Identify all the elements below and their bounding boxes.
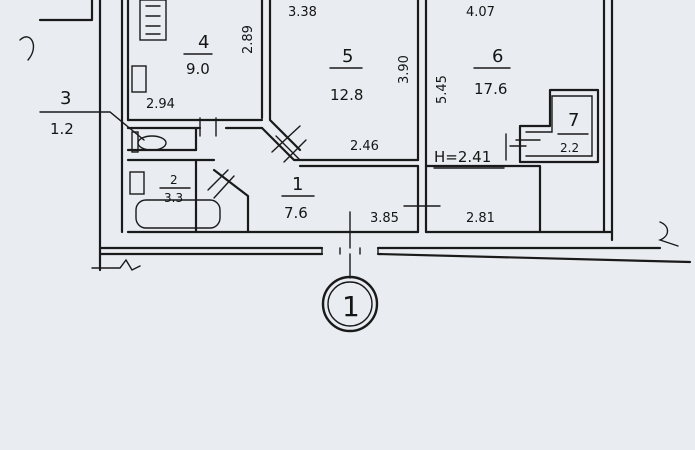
room-6-number: 6 — [492, 46, 503, 67]
dim-2-94: 2.94 — [146, 97, 175, 112]
room-4-area: 9.0 — [186, 60, 210, 78]
dim-2-89: 2.89 — [241, 25, 256, 54]
dim-2-46: 2.46 — [350, 139, 379, 154]
room-3-number: 3 — [60, 88, 71, 109]
dim-5-45: 5.45 — [435, 75, 450, 104]
dimension-labels: 3.38 4.07 2.89 3.90 5.45 2.94 2.46 3.85 … — [146, 5, 505, 226]
axis-marker-label: 1 — [342, 290, 360, 323]
outer-wall-left — [19, 0, 141, 272]
dim-3-90: 3.90 — [397, 55, 412, 84]
room-2-area: 3.3 — [164, 191, 183, 205]
room-7-area: 2.2 — [560, 141, 579, 155]
fixtures — [129, 0, 221, 229]
room-5-number: 5 — [342, 46, 353, 67]
interior-walls — [126, 0, 614, 242]
room-3-area: 1.2 — [50, 120, 74, 138]
dim-3-38: 3.38 — [288, 5, 317, 20]
room-1-number: 1 — [292, 174, 303, 195]
axis-marker: 1 — [321, 253, 379, 333]
room-labels: 4 9.0 5 12.8 6 17.6 7 2.2 3 1.2 2 3.3 1 … — [50, 32, 589, 222]
room-4-number: 4 — [198, 32, 209, 53]
room-6-area: 17.6 — [474, 80, 507, 98]
room-7-number: 7 — [568, 110, 579, 131]
room-1-area: 7.6 — [284, 204, 308, 222]
room-2-number: 2 — [170, 173, 178, 187]
dim-2-81: 2.81 — [466, 211, 495, 226]
outer-wall-bottom — [98, 221, 692, 264]
ceiling-height: H=2.41 — [434, 148, 491, 166]
dim-3-85: 3.85 — [370, 211, 399, 226]
room3-leader — [39, 111, 145, 141]
room-5-area: 12.8 — [330, 86, 363, 104]
dim-4-07: 4.07 — [466, 5, 495, 20]
door-marks — [199, 117, 541, 249]
